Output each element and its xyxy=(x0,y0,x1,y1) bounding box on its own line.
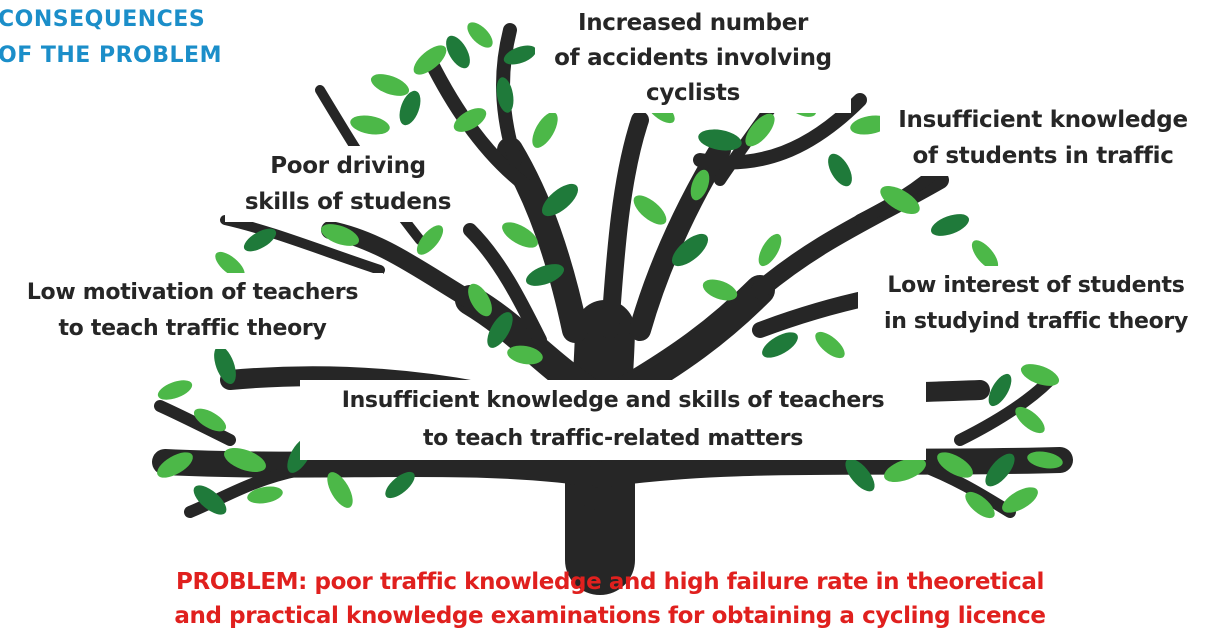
tree-leaves xyxy=(157,22,1063,519)
teacher-motivation-line-1: Low motivation of teachers xyxy=(26,280,359,305)
leaf xyxy=(487,312,513,348)
branch xyxy=(693,93,867,170)
branch xyxy=(601,111,649,339)
leaf xyxy=(193,485,227,515)
leaf xyxy=(845,458,875,492)
heading-line-2: OF THE PROBLEM xyxy=(0,43,222,68)
teacher-motivation-line-2: to teach traffic theory xyxy=(58,316,327,341)
branch xyxy=(954,374,1056,446)
student-knowledge-line-2: of students in traffic xyxy=(912,143,1174,169)
branch xyxy=(184,464,306,518)
leaf xyxy=(532,112,558,148)
consequence-driving-skills: Poor driving skills of studens xyxy=(225,146,471,222)
leaf xyxy=(370,74,410,96)
problem-line-2: and practical knowledge examinations for… xyxy=(174,603,1046,629)
leaf xyxy=(453,108,487,132)
leaf xyxy=(385,471,415,499)
consequences-heading: CONSEQUENCES OF THE PROBLEM xyxy=(0,2,222,74)
driving-skills-line-1: Poor driving xyxy=(270,153,426,179)
teacher-knowledge-line-2: to teach traffic-related matters xyxy=(422,426,804,451)
student-interest-line-2: in studyind traffic theory xyxy=(883,309,1189,334)
leaf xyxy=(850,115,890,135)
leaf xyxy=(416,225,444,255)
leaf xyxy=(702,279,738,301)
accidents-line-1: Increased number xyxy=(577,10,809,36)
leaf xyxy=(745,113,775,147)
leaf xyxy=(215,251,245,279)
cause-student-interest: Low interest of students in studyind tra… xyxy=(858,266,1214,342)
branch xyxy=(152,449,613,488)
leaf xyxy=(880,186,920,214)
teacher-knowledge-line-1: Insufficient knowledge and skills of tea… xyxy=(341,388,885,413)
branch xyxy=(497,137,588,343)
leaf xyxy=(815,331,845,359)
branch xyxy=(463,223,547,347)
leaf xyxy=(224,447,266,473)
leaf xyxy=(690,169,710,201)
leaf xyxy=(413,45,447,75)
leaf xyxy=(633,195,667,225)
driving-skills-line-2: skills of studens xyxy=(244,189,452,215)
cause-teacher-knowledge: Insufficient knowledge and skills of tea… xyxy=(300,380,926,460)
leaf xyxy=(698,129,742,151)
leaf xyxy=(157,452,193,478)
branch xyxy=(629,139,731,341)
leaf xyxy=(214,345,236,385)
leaf xyxy=(157,380,193,400)
accidents-line-2: of accidents involving xyxy=(554,45,832,71)
branch xyxy=(154,400,236,446)
consequence-student-knowledge: Insufficient knowledge of students in tr… xyxy=(880,100,1206,176)
leaf xyxy=(193,408,227,432)
leaf xyxy=(1002,487,1038,513)
branch xyxy=(587,447,1073,488)
problem-statement: PROBLEM: poor traffic knowledge and high… xyxy=(110,565,1110,633)
leaf xyxy=(758,233,782,267)
leaf xyxy=(828,153,852,187)
leaf xyxy=(327,472,353,508)
leaf xyxy=(507,345,543,365)
leaf xyxy=(1015,406,1045,434)
leaf xyxy=(541,183,579,217)
student-knowledge-line-1: Insufficient knowledge xyxy=(898,107,1188,133)
leaf xyxy=(468,283,492,317)
student-interest-line-1: Low interest of students xyxy=(887,273,1185,298)
leaf xyxy=(965,491,995,519)
leaf xyxy=(884,457,926,483)
leaf xyxy=(243,228,277,252)
leaf xyxy=(320,224,360,246)
leaf xyxy=(247,486,283,504)
leaf xyxy=(971,240,999,270)
heading-line-1: CONSEQUENCES xyxy=(0,7,206,32)
leaf xyxy=(988,373,1012,407)
leaf xyxy=(446,35,470,69)
leaf xyxy=(496,77,514,113)
cause-teacher-motivation: Low motivation of teachers to teach traf… xyxy=(2,273,383,349)
leaf xyxy=(985,453,1015,487)
leaf xyxy=(1020,364,1060,386)
leaf xyxy=(350,115,390,135)
consequence-accidents: Increased number of accidents involving … xyxy=(535,4,851,113)
leaf xyxy=(503,45,537,65)
leaf xyxy=(930,214,970,236)
leaf xyxy=(762,332,798,358)
leaf xyxy=(467,22,493,48)
leaf xyxy=(399,90,421,126)
accidents-line-3: cyclists xyxy=(645,80,740,106)
problem-line-1: PROBLEM: poor traffic knowledge and high… xyxy=(176,569,1044,595)
leaf xyxy=(937,452,973,478)
leaf xyxy=(502,222,538,248)
leaf xyxy=(1027,451,1063,469)
leaf xyxy=(671,233,709,267)
branch xyxy=(220,215,385,275)
leaf xyxy=(525,264,565,286)
